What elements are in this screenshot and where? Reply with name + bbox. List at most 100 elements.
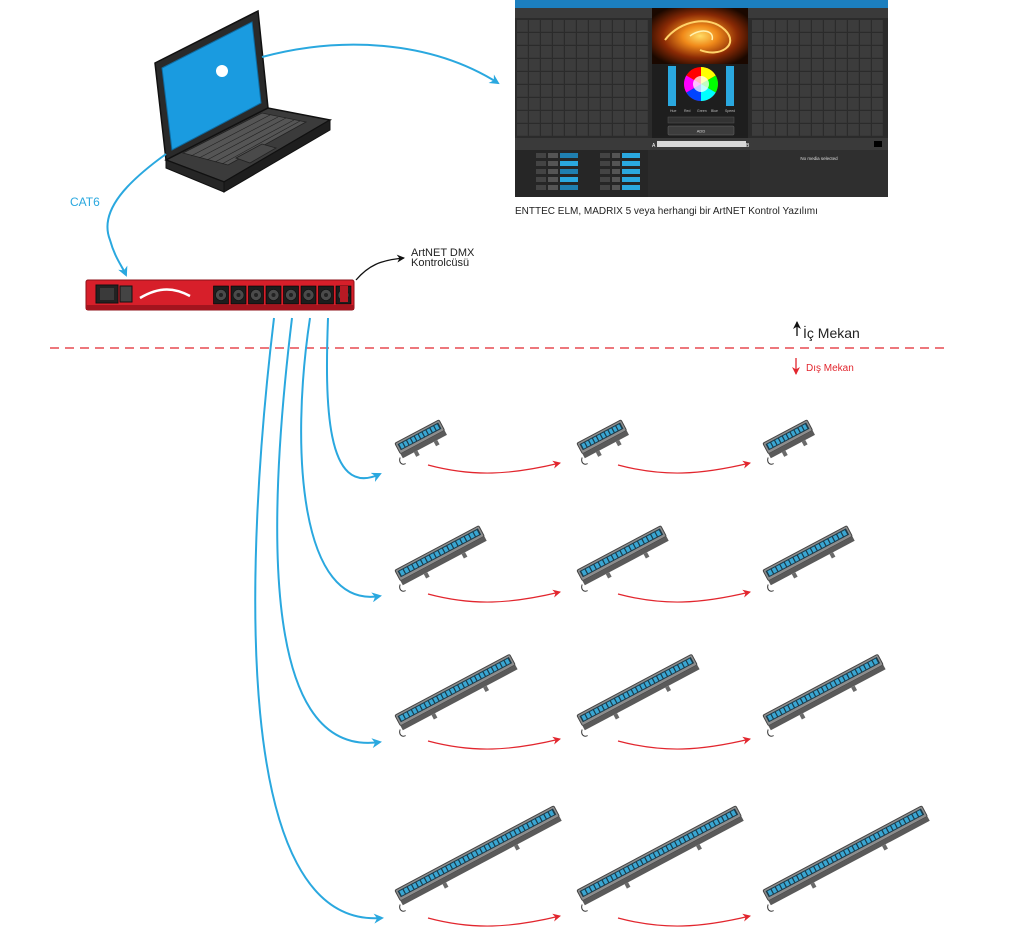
hue-slider[interactable] <box>668 66 676 106</box>
grid-cell[interactable] <box>788 111 799 123</box>
grid-cell[interactable] <box>625 33 636 45</box>
grid-cell[interactable] <box>764 111 775 123</box>
grid-cell[interactable] <box>565 85 576 97</box>
grid-cell[interactable] <box>848 20 859 32</box>
grid-cell[interactable] <box>553 59 564 71</box>
grid-cell[interactable] <box>541 72 552 84</box>
grid-cell[interactable] <box>860 124 871 136</box>
grid-cell[interactable] <box>565 98 576 110</box>
grid-cell[interactable] <box>637 72 648 84</box>
grid-cell[interactable] <box>529 20 540 32</box>
grid-cell[interactable] <box>517 124 528 136</box>
grid-cell[interactable] <box>752 20 763 32</box>
grid-cell[interactable] <box>752 85 763 97</box>
grid-cell[interactable] <box>637 46 648 58</box>
grid-cell[interactable] <box>872 98 883 110</box>
grid-cell[interactable] <box>589 124 600 136</box>
grid-cell[interactable] <box>764 46 775 58</box>
grid-cell[interactable] <box>517 20 528 32</box>
grid-cell[interactable] <box>577 59 588 71</box>
grid-cell[interactable] <box>848 98 859 110</box>
grid-cell[interactable] <box>577 33 588 45</box>
param-bar[interactable] <box>560 153 578 158</box>
grid-cell[interactable] <box>613 124 624 136</box>
param-field[interactable] <box>600 169 610 174</box>
grid-cell[interactable] <box>553 98 564 110</box>
grid-cell[interactable] <box>752 33 763 45</box>
grid-cell[interactable] <box>541 20 552 32</box>
grid-cell[interactable] <box>824 98 835 110</box>
grid-cell[interactable] <box>541 33 552 45</box>
grid-cell[interactable] <box>613 98 624 110</box>
grid-cell[interactable] <box>553 33 564 45</box>
grid-cell[interactable] <box>872 85 883 97</box>
grid-cell[interactable] <box>848 72 859 84</box>
grid-cell[interactable] <box>529 46 540 58</box>
grid-cell[interactable] <box>836 72 847 84</box>
grid-cell[interactable] <box>517 33 528 45</box>
grid-cell[interactable] <box>848 59 859 71</box>
grid-cell[interactable] <box>812 85 823 97</box>
grid-cell[interactable] <box>812 98 823 110</box>
grid-cell[interactable] <box>613 33 624 45</box>
grid-cell[interactable] <box>517 85 528 97</box>
grid-cell[interactable] <box>800 46 811 58</box>
grid-cell[interactable] <box>613 111 624 123</box>
grid-cell[interactable] <box>529 98 540 110</box>
grid-cell[interactable] <box>529 124 540 136</box>
grid-cell[interactable] <box>565 46 576 58</box>
grid-cell[interactable] <box>589 20 600 32</box>
grid-cell[interactable] <box>812 33 823 45</box>
grid-cell[interactable] <box>589 72 600 84</box>
grid-cell[interactable] <box>613 20 624 32</box>
grid-cell[interactable] <box>812 111 823 123</box>
grid-cell[interactable] <box>529 33 540 45</box>
param-field[interactable] <box>536 169 546 174</box>
grid-cell[interactable] <box>800 59 811 71</box>
grid-cell[interactable] <box>824 72 835 84</box>
grid-cell[interactable] <box>541 85 552 97</box>
grid-cell[interactable] <box>872 20 883 32</box>
grid-cell[interactable] <box>637 111 648 123</box>
grid-cell[interactable] <box>637 85 648 97</box>
param-bar[interactable] <box>622 153 640 158</box>
grid-cell[interactable] <box>613 72 624 84</box>
grid-cell[interactable] <box>872 46 883 58</box>
grid-cell[interactable] <box>541 124 552 136</box>
grid-cell[interactable] <box>860 20 871 32</box>
param-stepper[interactable] <box>548 177 558 182</box>
grid-cell[interactable] <box>872 33 883 45</box>
grid-cell[interactable] <box>752 111 763 123</box>
grid-cell[interactable] <box>836 59 847 71</box>
grid-cell[interactable] <box>589 111 600 123</box>
grid-cell[interactable] <box>577 20 588 32</box>
grid-cell[interactable] <box>860 46 871 58</box>
grid-cell[interactable] <box>836 111 847 123</box>
grid-cell[interactable] <box>848 111 859 123</box>
grid-cell[interactable] <box>764 59 775 71</box>
grid-cell[interactable] <box>601 72 612 84</box>
grid-cell[interactable] <box>836 124 847 136</box>
grid-cell[interactable] <box>776 85 787 97</box>
grid-cell[interactable] <box>776 33 787 45</box>
grid-cell[interactable] <box>637 98 648 110</box>
grid-cell[interactable] <box>565 111 576 123</box>
param-bar[interactable] <box>560 169 578 174</box>
grid-cell[interactable] <box>848 85 859 97</box>
param-field[interactable] <box>600 161 610 166</box>
grid-cell[interactable] <box>625 124 636 136</box>
grid-cell[interactable] <box>517 111 528 123</box>
grid-cell[interactable] <box>752 124 763 136</box>
grid-cell[interactable] <box>836 98 847 110</box>
grid-cell[interactable] <box>553 85 564 97</box>
grid-cell[interactable] <box>752 59 763 71</box>
grid-cell[interactable] <box>553 111 564 123</box>
grid-cell[interactable] <box>625 85 636 97</box>
param-field[interactable] <box>600 153 610 158</box>
param-field[interactable] <box>536 161 546 166</box>
grid-cell[interactable] <box>776 20 787 32</box>
grid-cell[interactable] <box>836 46 847 58</box>
grid-cell[interactable] <box>836 33 847 45</box>
grid-cell[interactable] <box>860 85 871 97</box>
grid-cell[interactable] <box>625 46 636 58</box>
